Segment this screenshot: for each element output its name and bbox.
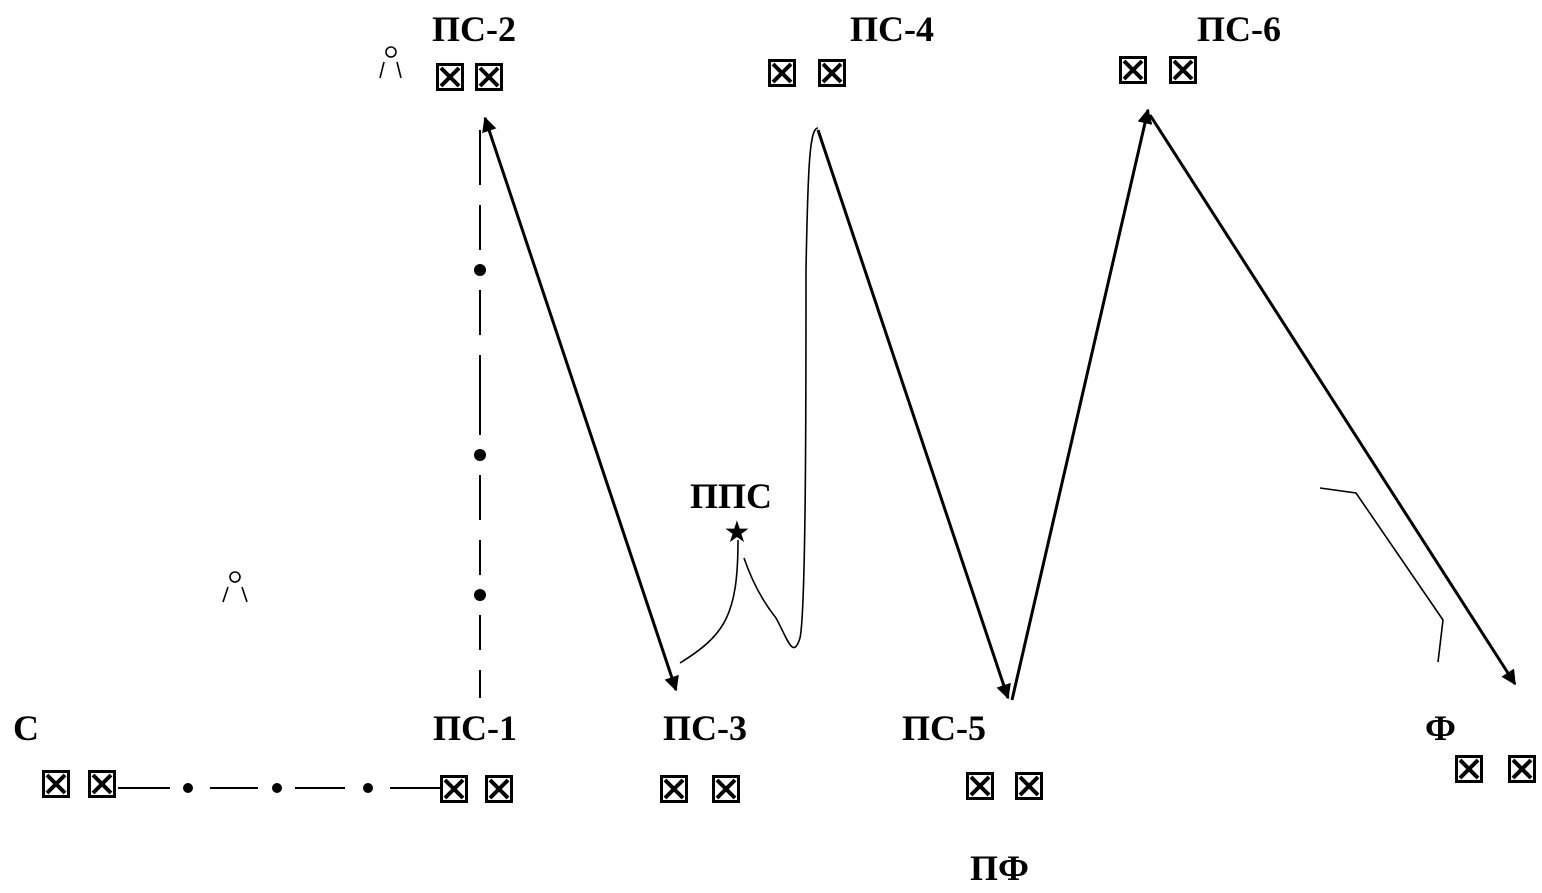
crossed-box-icon (1014, 771, 1044, 801)
label-ps4: ПС-4 (850, 9, 934, 49)
label-finish: Ф (1425, 708, 1456, 748)
curve-pps-ps4 (743, 127, 819, 649)
vehicle-pair-ps5 (965, 771, 1044, 801)
route-arrows (482, 108, 1517, 701)
vehicle-pair-ps2 (435, 62, 504, 92)
crossed-box-icon (484, 774, 514, 804)
label-start: С (13, 708, 39, 748)
crossed-box-icon (435, 62, 465, 92)
label-pps: ППС (690, 476, 773, 516)
vehicle-pair-ps4 (767, 58, 847, 88)
observer-figure-icon (379, 46, 402, 79)
curve-ps3-pps (679, 539, 739, 664)
crossed-box-icon (41, 769, 71, 799)
arrow-ps6-finish (1148, 114, 1517, 686)
vehicle-pair-start (41, 769, 117, 799)
label-ps3: ПС-3 (663, 708, 747, 748)
pps-curves (679, 127, 819, 664)
label-pf: ПФ (970, 848, 1029, 888)
label-ps1: ПС-1 (433, 708, 517, 748)
crossed-box-icon (659, 774, 689, 804)
crossed-box-icon (965, 771, 995, 801)
finish-bracket-line (1319, 487, 1444, 663)
crossed-box-icon (817, 58, 847, 88)
vehicle-pair-ps3 (659, 774, 741, 804)
crossed-box-icon (474, 62, 504, 92)
vehicle-pair-ps6 (1118, 55, 1198, 85)
crossed-box-icon (439, 774, 469, 804)
crossed-box-icon (1454, 754, 1484, 784)
vehicle-pair-ps1 (439, 774, 514, 804)
star-icon: ★ (724, 516, 751, 549)
svg-text:★: ★ (724, 516, 751, 549)
crossed-box-icon (1507, 754, 1537, 784)
label-ps2: ПС-2 (432, 9, 516, 49)
crossed-box-icon (1168, 55, 1198, 85)
crossed-box-icon (711, 774, 741, 804)
crossed-box-icon (1118, 55, 1148, 85)
arrow-ps4-ps5 (816, 129, 1011, 700)
label-ps6: ПС-6 (1197, 9, 1281, 49)
start-connector-dots (183, 783, 373, 793)
crossed-box-icon (87, 769, 117, 799)
arrow-ps5-ps6 (1010, 108, 1153, 701)
observer-figure-icon (222, 571, 248, 603)
crossed-box-icon (767, 58, 797, 88)
vehicle-pair-finish (1454, 754, 1537, 784)
label-ps5: ПС-5 (902, 708, 986, 748)
arrow-ps2-ps3 (482, 116, 679, 692)
